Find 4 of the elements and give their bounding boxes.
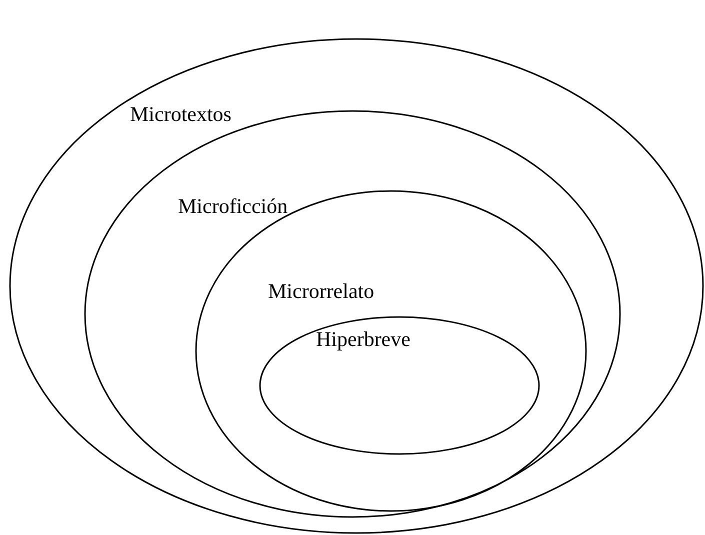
set-label: Hiperbreve bbox=[316, 329, 410, 350]
set-label: Microficción bbox=[178, 196, 288, 217]
set-label: Microtextos bbox=[130, 104, 232, 125]
set-label: Microrrelato bbox=[268, 281, 374, 302]
